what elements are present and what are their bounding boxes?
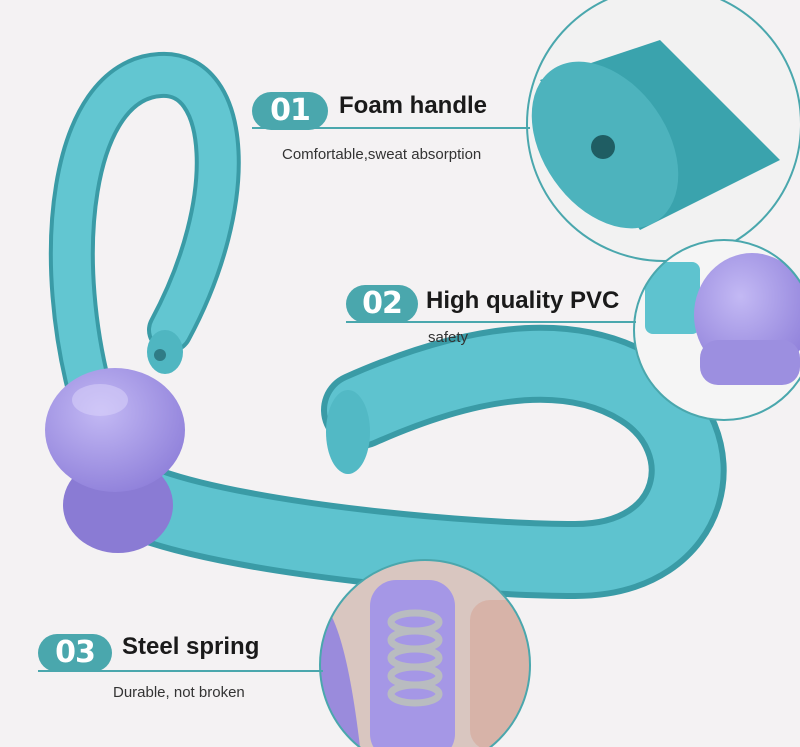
pvc-joint-closeup-icon	[633, 239, 800, 421]
feature-number-badge: 03	[38, 634, 112, 672]
feature-description: safety	[428, 329, 469, 346]
foam-tube-closeup-icon	[526, 0, 800, 262]
feature-title: Foam handle	[339, 92, 488, 119]
foam-lower-bar	[111, 324, 727, 600]
purple-joint	[45, 368, 185, 553]
feature-title: High quality PVC	[426, 287, 620, 314]
callout-line	[252, 127, 530, 129]
callout-line	[38, 670, 323, 672]
feature-number-badge: 01	[252, 92, 328, 130]
feature-title: Steel spring	[122, 633, 260, 660]
feature-number-badge: 02	[346, 285, 418, 323]
foam-upper-loop	[48, 51, 241, 433]
feature-description: Durable, not broken	[113, 684, 245, 701]
callout-line	[346, 321, 636, 323]
feature-description: Comfortable,sweat absorption	[282, 146, 482, 163]
steel-spring-closeup-icon	[319, 559, 531, 747]
